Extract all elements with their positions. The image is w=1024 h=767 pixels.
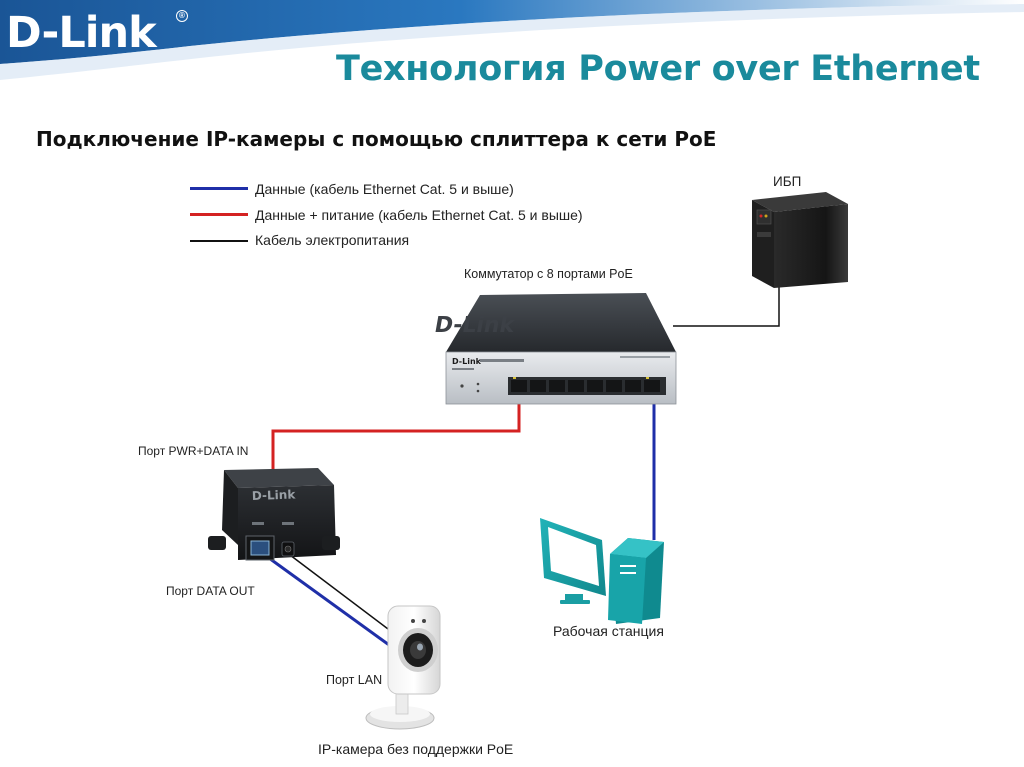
workstation-label: Рабочая станция: [553, 623, 664, 639]
ups-label: ИБП: [773, 174, 802, 189]
legend-line-data: [190, 187, 248, 190]
dlink-logo: D-Link: [6, 8, 157, 58]
splitter-port-out-label: Порт DATA OUT: [166, 584, 255, 598]
legend-line-poe: [190, 213, 248, 216]
header-band: [0, 0, 1024, 80]
data-cable-splitter-camera: [261, 551, 397, 652]
legend-label-power: Кабель электропитания: [255, 232, 410, 248]
poe-cable-switch-splitter: [271, 386, 521, 470]
splitter-port-in-label: Порт PWR+DATA IN: [138, 444, 249, 458]
legend-label-poe: Данные + питание (кабель Ethernet Cat. 5…: [255, 207, 583, 223]
legend-line-power: [190, 240, 248, 242]
legend-label-data: Данные (кабель Ethernet Cat. 5 и выше): [255, 181, 514, 197]
camera-label: IP-камера без поддержки PoE: [318, 741, 514, 757]
switch-icon: D-Link D-Link: [432, 293, 677, 405]
power-cable-splitter-camera: [289, 554, 393, 633]
ups-icon: [752, 192, 848, 288]
camera-port-label: Порт LAN: [326, 673, 383, 687]
workstation-icon: [540, 518, 664, 624]
switch-top-logo: D-Link: [432, 312, 517, 338]
ip-camera-icon: [365, 605, 441, 730]
poe-splitter-icon: D-Link: [208, 468, 340, 561]
switch-ports: [508, 377, 666, 395]
page-title: Технология Power over Ethernet: [336, 49, 980, 89]
registered-mark: ®: [176, 10, 188, 22]
switch-label: Коммутатор с 8 портами PoE: [464, 267, 633, 281]
switch-front-logo: D-Link: [452, 357, 482, 366]
diagram-subtitle: Подключение IP-камеры с помощью сплиттер…: [36, 127, 717, 151]
power-cable-ups-switch: [673, 282, 780, 327]
splitter-logo: D-Link: [252, 487, 297, 503]
